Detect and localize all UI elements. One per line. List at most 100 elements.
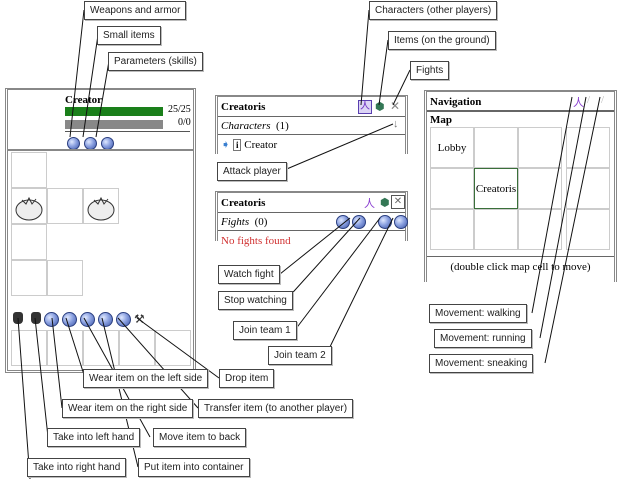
inventory-slot[interactable] xyxy=(11,224,47,260)
map-label: Map xyxy=(430,114,452,126)
callout-wear-left: Wear item on the left side xyxy=(83,369,209,388)
wear-right-icon[interactable] xyxy=(44,312,59,327)
callout-stop-watching: Stop watching xyxy=(218,291,293,310)
map-cell[interactable] xyxy=(566,168,610,209)
location-title: Creatoris xyxy=(221,101,266,113)
drop-icon[interactable]: ⚒ xyxy=(134,312,145,326)
divider xyxy=(218,212,405,213)
divider xyxy=(218,116,405,117)
callout-items-ground: Items (on the ground) xyxy=(388,31,496,50)
move-back-icon[interactable] xyxy=(80,312,95,327)
callout-transfer-item: Transfer item (to another player) xyxy=(198,399,354,418)
callout-put-container: Put item into container xyxy=(138,458,250,477)
character-name: Creator xyxy=(65,94,103,106)
health-bar xyxy=(65,107,163,116)
divider xyxy=(65,131,190,132)
callout-small-items: Small items xyxy=(97,26,161,45)
characters-tab-icon[interactable]: 人 xyxy=(364,198,375,210)
items-tab-icon[interactable]: ⬢ xyxy=(375,101,385,113)
map-cell[interactable]: Creatoris xyxy=(474,168,518,209)
sack-icon xyxy=(15,196,43,221)
sack-icon xyxy=(87,196,115,221)
characters-tab-icon[interactable]: 人 xyxy=(358,100,372,114)
equip-slot[interactable] xyxy=(155,330,191,366)
inventory-slot[interactable] xyxy=(47,260,83,296)
section-count: (1) xyxy=(276,120,289,132)
equip-slot[interactable] xyxy=(83,330,119,366)
character-name[interactable]: Creator xyxy=(244,139,278,151)
wear-left-icon[interactable] xyxy=(62,312,77,327)
item-action-bar: ⚒ xyxy=(13,312,145,327)
health-value: 25/25 xyxy=(168,104,191,115)
stop-watching-icon[interactable] xyxy=(352,215,366,229)
join-team-1-icon[interactable] xyxy=(378,215,392,229)
divider xyxy=(218,230,405,231)
weapons-armor-icon[interactable] xyxy=(67,136,80,150)
callout-watch-fight: Watch fight xyxy=(218,265,280,284)
map-cell[interactable]: Lobby xyxy=(430,127,474,168)
divider xyxy=(8,149,193,151)
fights-tab-icon[interactable]: ✕ xyxy=(391,195,405,209)
map-cell[interactable] xyxy=(474,209,518,250)
put-container-icon[interactable] xyxy=(98,312,113,327)
inventory-slot[interactable] xyxy=(11,188,47,224)
movement-walking-icon[interactable]: 人 xyxy=(573,97,584,109)
list-item[interactable]: ➧ i Creator xyxy=(221,138,277,151)
movement-running-icon[interactable]: / xyxy=(587,94,591,106)
callout-movement-walking: Movement: walking xyxy=(429,304,527,323)
callout-movement-running: Movement: running xyxy=(434,329,532,348)
attack-player-icon[interactable]: ↓ xyxy=(393,118,399,130)
map-cell[interactable] xyxy=(566,127,610,168)
section-count: (0) xyxy=(254,216,268,228)
mana-value: 0/0 xyxy=(178,117,191,128)
small-items-icon[interactable] xyxy=(84,136,97,150)
map-cell[interactable] xyxy=(518,127,562,168)
inventory-slot[interactable] xyxy=(47,188,83,224)
callout-parameters: Parameters (skills) xyxy=(108,52,203,71)
callout-take-right: Take into right hand xyxy=(27,458,127,477)
take-right-hand-icon[interactable] xyxy=(13,312,23,324)
equip-slot[interactable] xyxy=(11,330,47,366)
fight-actions xyxy=(336,215,408,229)
join-team-2-icon[interactable] xyxy=(394,215,408,229)
callout-join-team-1: Join team 1 xyxy=(233,321,297,340)
callout-attack-player: Attack player xyxy=(217,162,287,181)
section-header: Fights (0) xyxy=(221,216,267,228)
inventory-slot[interactable] xyxy=(83,188,119,224)
callout-take-left: Take into left hand xyxy=(47,428,141,447)
take-left-hand-icon[interactable] xyxy=(31,312,41,324)
equip-slot[interactable] xyxy=(47,330,83,366)
divider xyxy=(427,256,614,257)
callout-movement-sneaking: Movement: sneaking xyxy=(429,354,534,373)
map-cell[interactable] xyxy=(518,209,562,250)
fights-tab-icon[interactable]: ✕ xyxy=(390,99,401,113)
inventory-slot[interactable] xyxy=(11,260,47,296)
transfer-icon[interactable] xyxy=(116,312,131,327)
divider xyxy=(218,134,405,135)
equip-slot[interactable] xyxy=(119,330,155,366)
callout-move-back: Move item to back xyxy=(153,428,247,447)
callout-characters-other: Characters (other players) xyxy=(369,1,498,20)
map-cell[interactable] xyxy=(430,168,474,209)
callout-weapons-armor: Weapons and armor xyxy=(84,1,187,20)
map-hint: (double click map cell to move) xyxy=(450,261,591,273)
map-cell[interactable] xyxy=(566,209,610,250)
info-icon[interactable]: i xyxy=(232,139,242,151)
watch-fight-icon[interactable] xyxy=(336,215,350,229)
callout-join-team-2: Join team 2 xyxy=(268,346,332,365)
section-label: Fights xyxy=(221,216,250,228)
map-cell[interactable] xyxy=(430,209,474,250)
items-tab-icon[interactable]: ⬢ xyxy=(380,197,390,209)
callout-fights: Fights xyxy=(410,61,450,80)
inventory-slot[interactable] xyxy=(11,152,47,188)
callout-wear-right: Wear item on the right side xyxy=(62,399,194,418)
character-panel: Creator 25/25 0/0 ⚒ xyxy=(5,88,196,373)
map-cell[interactable] xyxy=(518,168,562,209)
movement-sneaking-icon[interactable]: / xyxy=(601,94,605,106)
callout-drop-item: Drop item xyxy=(219,369,275,388)
arrow-icon: ➧ xyxy=(221,139,231,151)
section-header: Characters (1) xyxy=(221,120,289,132)
parameters-icon[interactable] xyxy=(101,136,114,150)
map-cell[interactable] xyxy=(474,127,518,168)
